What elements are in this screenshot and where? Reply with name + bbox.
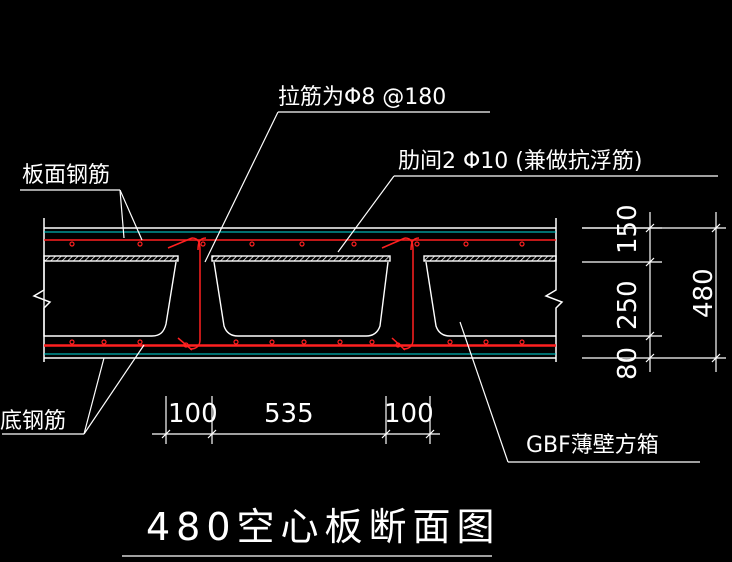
dim-rib-left: 100	[168, 399, 218, 429]
tie-bar-label: 拉筋为Φ8 @180	[278, 85, 446, 110]
rebar-lines	[44, 237, 556, 351]
vertical-dimensions	[582, 212, 726, 372]
gbf-boxes	[43, 255, 557, 337]
dim-rib-right: 100	[384, 399, 434, 429]
rib-bar-label: 肋间2 Φ10 (兼做抗浮筋)	[398, 149, 642, 174]
dim-box-height: 250	[613, 280, 643, 330]
dim-bottom-slab: 80	[613, 347, 643, 380]
dim-top-slab: 150	[613, 204, 643, 254]
leader-lines	[2, 111, 718, 557]
dim-total-thickness: 480	[689, 268, 719, 318]
bottom-rebar-label: 底钢筋	[0, 409, 66, 434]
gbf-box-label: GBF薄壁方箱	[526, 433, 659, 458]
horizontal-dimensions	[152, 396, 440, 444]
top-rebar-label: 板面钢筋	[22, 163, 110, 188]
dim-box-width: 535	[264, 399, 314, 429]
drawing-title: 480空心板断面图	[146, 505, 501, 549]
rebar-dots	[69, 241, 525, 348]
